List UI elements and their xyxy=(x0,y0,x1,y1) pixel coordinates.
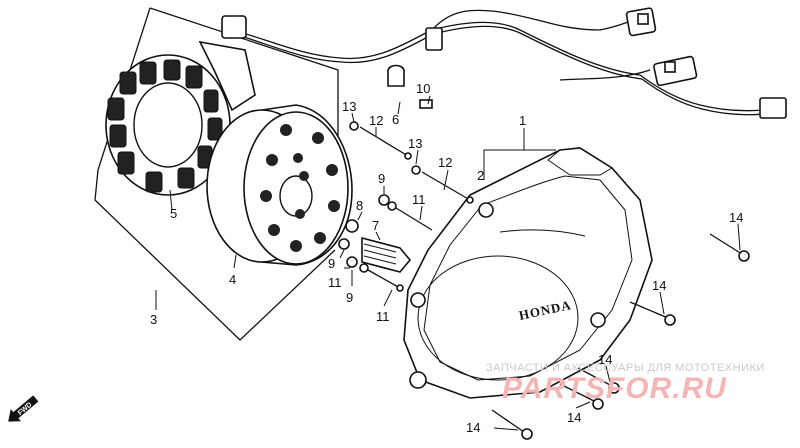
callout-10: 10 xyxy=(416,81,430,96)
callout-8: 8 xyxy=(356,198,363,213)
bolt-14-low-b xyxy=(559,383,604,410)
bolt-13-lower xyxy=(411,165,474,204)
callout-1: 1 xyxy=(519,113,526,128)
callout-2: 2 xyxy=(477,168,484,183)
callout-13-upper: 13 xyxy=(342,99,356,114)
bolt-14-bottom xyxy=(491,409,533,440)
callout-14-right: 14 xyxy=(729,210,743,225)
grommet xyxy=(419,99,433,109)
callout-11-upper: 11 xyxy=(412,192,426,207)
callout-7: 7 xyxy=(372,218,379,233)
bolt-14-low-a xyxy=(577,367,620,394)
washer-8 xyxy=(345,219,359,233)
flywheel-bolt-7 xyxy=(361,236,412,273)
callout-11-mid: 11 xyxy=(328,275,342,290)
fwd-arrow-icon xyxy=(8,395,39,422)
washer-9-lower xyxy=(346,256,358,268)
bolt-13-upper xyxy=(349,121,412,160)
callout-9-lower: 9 xyxy=(346,290,353,305)
bolt-11-upper xyxy=(387,201,433,231)
callout-12-lower: 12 xyxy=(438,155,452,170)
flywheel-rotor xyxy=(206,104,353,269)
watermark-tagline: ЗАПЧАСТИ И АКСЕССУАРЫ ДЛЯ МОТОТЕХНИКИ xyxy=(486,362,765,374)
bolt-11-lower xyxy=(359,263,404,292)
callout-4: 4 xyxy=(229,272,236,287)
bolt-14-right xyxy=(709,233,750,262)
callout-13-lower: 13 xyxy=(408,136,422,151)
wire-clamp xyxy=(387,64,405,87)
callout-14-low-a: 14 xyxy=(598,352,612,367)
fwd-indicator: FWD xyxy=(8,395,39,422)
callout-3: 3 xyxy=(150,312,157,327)
stator-assembly xyxy=(105,40,256,211)
leader-lines xyxy=(155,95,741,431)
wire-harness xyxy=(221,7,787,119)
callout-5: 5 xyxy=(170,206,177,221)
callout-9-mid: 9 xyxy=(328,256,335,271)
callout-12-upper: 12 xyxy=(369,113,383,128)
callout-14-bottom: 14 xyxy=(466,420,480,435)
bolt-14-midright xyxy=(629,301,676,326)
callout-14-low-b: 14 xyxy=(567,410,581,425)
washer-9-mid xyxy=(338,238,350,250)
callout-9-upper: 9 xyxy=(378,171,385,186)
callout-14-midright: 14 xyxy=(652,278,666,293)
watermark-site: PARTSFOR.RU xyxy=(502,372,727,405)
watermark: ЗАПЧАСТИ И АКСЕССУАРЫ ДЛЯ МОТОТЕХНИКИ PA… xyxy=(486,362,765,405)
callout-labels: 1 2 3 4 5 6 7 8 9 9 9 10 11 11 11 12 12 … xyxy=(150,81,743,435)
small-parts xyxy=(338,64,750,440)
callout-11-lower: 11 xyxy=(376,309,390,324)
crankcase-cover: HONDA xyxy=(403,147,653,399)
washer-9-upper xyxy=(378,194,390,206)
callout-6: 6 xyxy=(392,112,399,127)
